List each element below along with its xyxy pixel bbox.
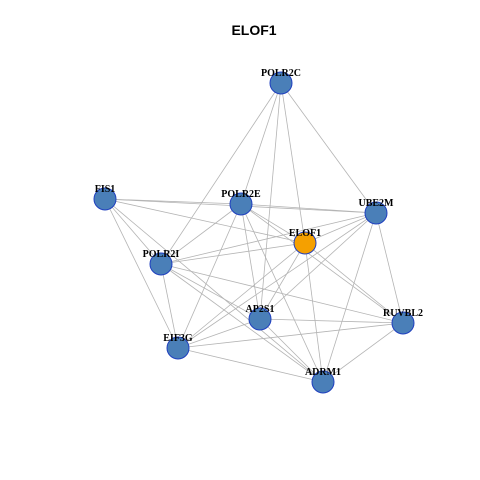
node-circle <box>166 336 190 360</box>
node-circle <box>149 252 173 276</box>
node-label: POLR2E <box>221 189 261 200</box>
node-ube2m: UBE2M <box>359 198 395 225</box>
edge-polr2i-ap2s1 <box>160 263 261 320</box>
node-fis1: FIS1 <box>93 184 117 211</box>
graph-title: ELOF1 <box>231 22 276 38</box>
node-circle <box>229 192 253 216</box>
node-circle <box>364 201 388 225</box>
edge-layer <box>104 82 404 383</box>
node-circle <box>93 187 117 211</box>
edge-elof1-eif3g <box>177 242 306 349</box>
edge-fis1-elof1 <box>104 198 306 244</box>
edge-ube2m-eif3g <box>177 212 377 349</box>
node-label: EIF3G <box>163 333 193 344</box>
node-label: AP2S1 <box>246 304 275 315</box>
node-circle <box>391 311 415 335</box>
edge-elof1-ruvbl2 <box>304 242 404 324</box>
node-circle <box>293 231 317 255</box>
edge-polr2e-ube2m <box>240 203 377 214</box>
edge-polr2e-ap2s1 <box>240 203 261 320</box>
node-circle <box>311 370 335 394</box>
edge-polr2e-ruvbl2 <box>240 203 404 324</box>
node-label: ADRM1 <box>305 367 341 378</box>
node-polr2c: POLR2C <box>261 68 301 95</box>
edge-polr2c-ap2s1 <box>259 82 282 320</box>
edge-polr2i-eif3g <box>160 263 179 349</box>
node-label: RUVBL2 <box>383 308 423 319</box>
edge-ap2s1-adrm1 <box>259 318 324 383</box>
node-label: POLR2C <box>261 68 301 79</box>
node-circle <box>248 307 272 331</box>
node-label: UBE2M <box>359 198 395 209</box>
edge-polr2e-adrm1 <box>240 203 324 383</box>
edge-eif3g-ruvbl2 <box>177 322 404 349</box>
edge-polr2c-polr2i <box>160 82 282 265</box>
edge-ube2m-ruvbl2 <box>375 212 404 324</box>
node-adrm1: ADRM1 <box>305 367 341 394</box>
node-elof1: ELOF1 <box>289 228 321 255</box>
edge-elof1-polr2i <box>160 242 306 265</box>
edge-elof1-ap2s1 <box>259 242 306 320</box>
edge-polr2e-elof1 <box>240 203 306 244</box>
edge-fis1-adrm1 <box>104 198 324 383</box>
node-label: POLR2I <box>143 249 180 260</box>
edge-polr2c-ube2m <box>280 82 377 214</box>
edge-elof1-adrm1 <box>304 242 324 383</box>
node-circle <box>269 71 293 95</box>
node-polr2e: POLR2E <box>221 189 261 216</box>
edge-polr2c-elof1 <box>280 82 306 244</box>
edge-polr2c-polr2e <box>240 82 282 205</box>
edge-eif3g-adrm1 <box>177 347 324 383</box>
node-polr2i: POLR2I <box>143 249 180 276</box>
edge-polr2i-adrm1 <box>160 263 324 383</box>
edge-ube2m-ap2s1 <box>259 212 377 320</box>
edge-polr2i-ruvbl2 <box>160 263 404 324</box>
edge-ube2m-adrm1 <box>322 212 377 383</box>
node-ap2s1: AP2S1 <box>246 304 275 331</box>
edge-fis1-eif3g <box>104 198 179 349</box>
edge-ube2m-elof1 <box>304 212 377 244</box>
node-label: ELOF1 <box>289 228 321 239</box>
edge-fis1-polr2i <box>104 198 162 265</box>
edge-ube2m-polr2i <box>160 212 377 265</box>
edge-ap2s1-ruvbl2 <box>259 318 404 324</box>
node-eif3g: EIF3G <box>163 333 193 360</box>
node-ruvbl2: RUVBL2 <box>383 308 423 335</box>
edge-polr2e-polr2i <box>160 203 242 265</box>
node-label: FIS1 <box>95 184 116 195</box>
edge-ruvbl2-adrm1 <box>322 322 404 383</box>
edge-ap2s1-eif3g <box>177 318 261 349</box>
